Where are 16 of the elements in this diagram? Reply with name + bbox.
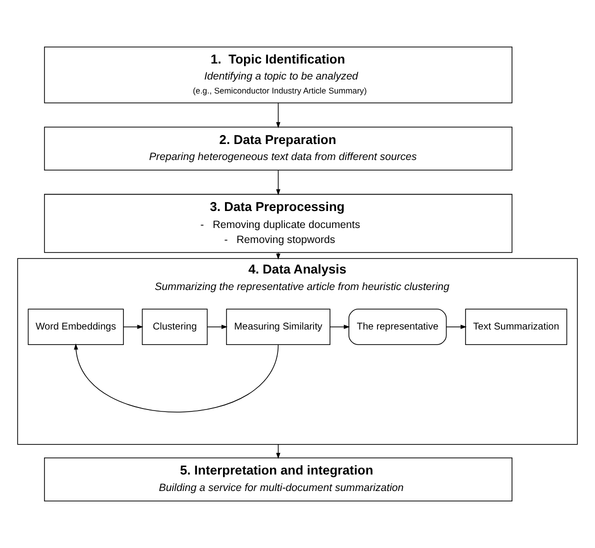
node-box: Text Summarization [465,308,568,345]
node-box: 2. Data Preparation Preparing heterogeneous text data from different sources [44,126,512,171]
arrow [330,324,350,329]
node-box: 5. Interpretation and integration Building a service for multi-document summarization [44,458,512,502]
arrow [446,324,467,329]
node-box: Clustering [142,308,208,345]
arrow [206,324,228,329]
node-box: Measuring Similarity [226,308,330,345]
arrow [74,343,279,412]
node-box: 3. Data Preprocessing - Removing duplicate documents - Removing stopwords [44,194,512,253]
arrow [276,170,280,196]
node-box: The representative [348,308,447,345]
arrow [123,324,144,329]
node-box: 1. Topic Identification Identifying a topic to be analyzed (e.g., Semiconductor Industry Article Summary) [44,46,512,104]
node-box: Word Embeddings [28,308,124,345]
arrow [276,102,280,128]
